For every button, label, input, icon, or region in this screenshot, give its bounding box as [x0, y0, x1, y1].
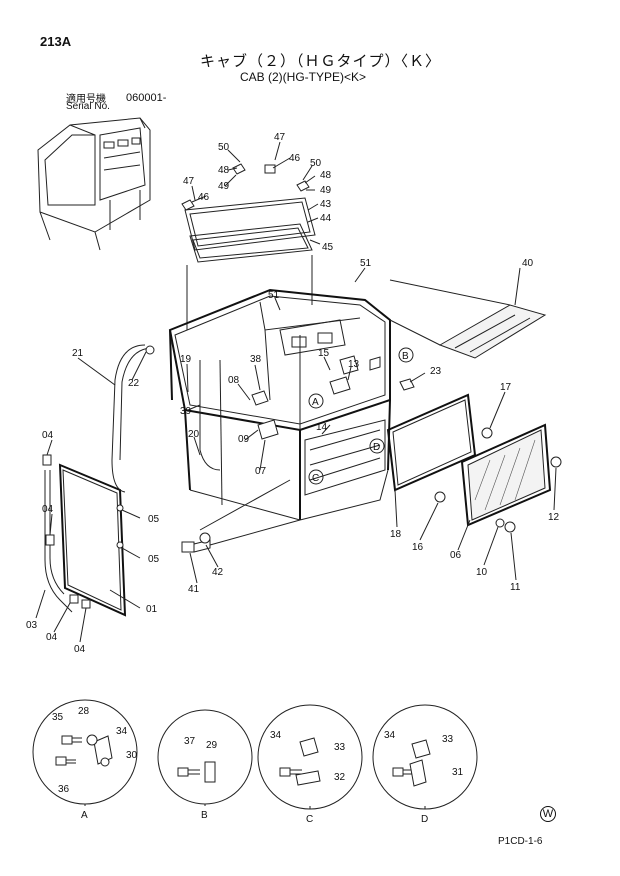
- callout-19: 19: [180, 354, 192, 365]
- callout-31: 31: [452, 767, 464, 778]
- detail-label-a: A: [81, 810, 88, 821]
- callout-12: 12: [548, 512, 560, 523]
- callout-10: 10: [476, 567, 488, 578]
- callout-05: 05: [148, 514, 160, 525]
- callout-48: 48: [218, 165, 230, 176]
- callout-46: 46: [198, 192, 210, 203]
- callout-04: 04: [46, 632, 58, 643]
- callout-47: 47: [274, 132, 286, 143]
- callout-15: 15: [318, 348, 330, 359]
- callout-40: 40: [522, 258, 534, 269]
- callout-43: 43: [320, 199, 332, 210]
- callout-04: 04: [42, 504, 54, 515]
- reference-markers: [308, 347, 414, 485]
- callout-03: 03: [26, 620, 38, 631]
- callout-04: 04: [74, 644, 86, 655]
- callout-34: 34: [116, 726, 128, 737]
- bolt-and-washer: [181, 479, 301, 553]
- callout-23: 23: [430, 366, 442, 377]
- footer-code: P1CD-1-6: [498, 836, 543, 847]
- footer-mark: W: [540, 806, 556, 822]
- callout-47: 47: [183, 176, 195, 187]
- detail-labels: A B C D: [81, 810, 428, 825]
- callout-45: 45: [322, 242, 334, 253]
- serial-label-english: Serial No.: [66, 101, 110, 112]
- door-assembly: [42, 344, 155, 617]
- callout-39: 39: [180, 406, 192, 417]
- callout-34: 34: [384, 730, 396, 741]
- callout-30: 30: [126, 750, 138, 761]
- callout-17: 17: [500, 382, 512, 393]
- callout-05: 05: [148, 554, 160, 565]
- callout-21: 21: [72, 348, 84, 359]
- callout-09: 09: [238, 434, 250, 445]
- callout-29: 29: [206, 740, 218, 751]
- callout-06: 06: [450, 550, 462, 561]
- callout-14: 14: [316, 422, 328, 433]
- ref-b: B: [402, 351, 409, 362]
- callout-49: 49: [320, 185, 332, 196]
- callout-04: 04: [42, 430, 54, 441]
- callout-35: 35: [52, 712, 64, 723]
- callout-18: 18: [390, 529, 402, 540]
- callout-41: 41: [188, 584, 200, 595]
- rear-window: [389, 279, 547, 359]
- callout-34: 34: [270, 730, 282, 741]
- detail-label-b: B: [201, 810, 208, 821]
- detail-label-d: D: [421, 814, 428, 825]
- callout-32: 32: [334, 772, 346, 783]
- callout-36: 36: [58, 784, 70, 795]
- callout-50: 50: [218, 142, 230, 153]
- leader-lines: [35, 141, 557, 643]
- serial-label-japanese: 適用号機: [66, 94, 106, 105]
- callout-22: 22: [128, 378, 140, 389]
- callout-44: 44: [320, 213, 332, 224]
- callout-42: 42: [212, 567, 224, 578]
- callout-46: 46: [289, 153, 301, 164]
- callout-51: 51: [360, 258, 372, 269]
- callout-28: 28: [78, 706, 90, 717]
- callout-16: 16: [412, 542, 424, 553]
- callout-33: 33: [334, 742, 346, 753]
- roof-window-assembly: [181, 163, 316, 330]
- cab-overview-illustration: [37, 117, 151, 251]
- callout-11: 11: [510, 582, 521, 593]
- title-english: CAB (2)(HG-TYPE)<K>: [240, 70, 367, 84]
- side-window-assembly: [386, 378, 562, 533]
- ref-d: D: [373, 442, 380, 453]
- ref-c: C: [312, 473, 319, 484]
- callout-13: 13: [348, 359, 360, 370]
- callout-38: 38: [250, 354, 262, 365]
- callout-20: 20: [188, 429, 200, 440]
- callout-07: 07: [255, 466, 267, 477]
- callout-51: 51: [268, 290, 280, 301]
- callout-08: 08: [228, 375, 240, 386]
- callout-01: 01: [146, 604, 158, 615]
- title-japanese: キャブ（２）（ＨＧタイプ）〈Ｋ〉: [200, 53, 442, 70]
- callout-33: 33: [442, 734, 454, 745]
- callout-37: 37: [184, 736, 196, 747]
- callout-48: 48: [320, 170, 332, 181]
- callout-labels: 47 46 50 48 49 47 46 50 48 49 43 44 45 5…: [26, 132, 560, 795]
- ref-a: A: [312, 397, 319, 408]
- callout-50: 50: [310, 158, 322, 169]
- callout-49: 49: [218, 181, 230, 192]
- detail-views: [32, 699, 478, 810]
- serial-number: 060001-: [126, 92, 167, 104]
- reference-letters: A B C D: [312, 351, 409, 484]
- page-id: 213A: [40, 34, 72, 49]
- detail-label-c: C: [306, 814, 313, 825]
